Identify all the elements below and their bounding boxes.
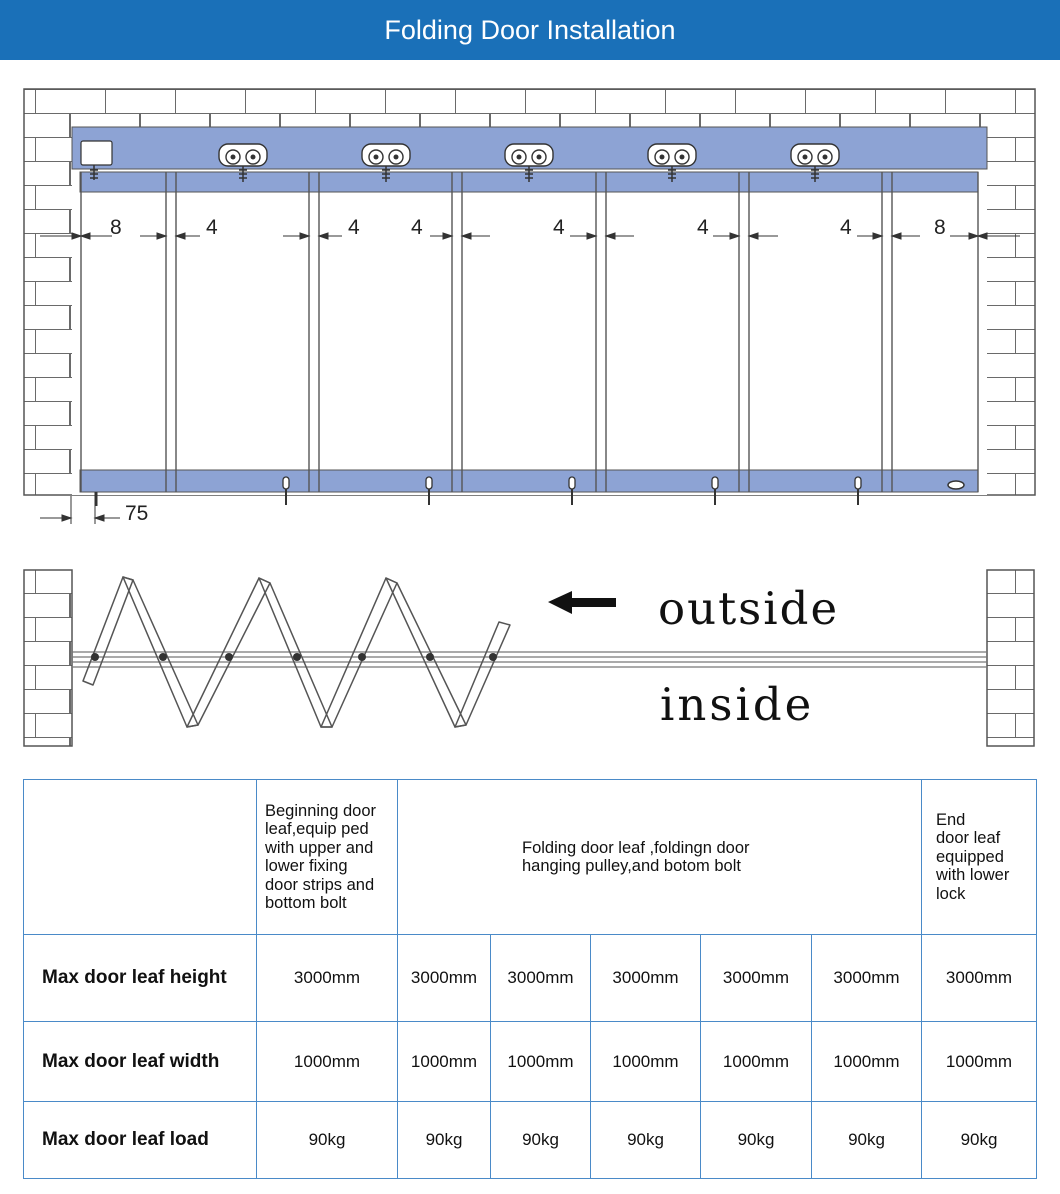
table-cell: 3000mm [397, 934, 491, 1022]
table-cell: 1000mm [811, 1021, 922, 1102]
table-cell: 3000mm [921, 934, 1037, 1022]
dimension-labels: 8 4 4 4 4 4 4 8 75 [110, 216, 946, 525]
pulley-icon [361, 143, 411, 182]
dim-gap-6: 4 [840, 216, 852, 239]
dim-gap-3: 4 [411, 216, 423, 239]
bottom-bolt-icon [711, 476, 719, 505]
dim-gap-2: 4 [348, 216, 360, 239]
table-cell: 90kg [590, 1101, 701, 1179]
table-cell: 90kg [397, 1101, 491, 1179]
table-cell: 1000mm [590, 1021, 701, 1102]
left-wall-top-view [23, 569, 73, 747]
table-cell: 1000mm [490, 1021, 591, 1102]
row-label-load: Max door leaf load [23, 1101, 257, 1179]
fixing-block [80, 140, 113, 166]
table-cell: 90kg [811, 1101, 922, 1179]
end-lock [947, 480, 965, 490]
table-cell: 1000mm [921, 1021, 1037, 1102]
table-cell: 3000mm [811, 934, 922, 1022]
row-label-width: Max door leaf width [23, 1021, 257, 1102]
bottom-bolt-icon [282, 476, 290, 505]
table-cell: 90kg [921, 1101, 1037, 1179]
dim-gap-5: 4 [697, 216, 709, 239]
dim-right-gap: 8 [934, 216, 946, 239]
top-bolt [90, 165, 98, 180]
front-view: 8 4 4 4 4 4 4 8 75 [23, 88, 1036, 525]
door-opening [72, 168, 987, 495]
pivot-points [91, 653, 497, 661]
pulley-icon [504, 143, 554, 182]
table-cell: 3000mm [256, 934, 398, 1022]
bottom-bolt-icon [854, 476, 862, 505]
dim-left-gap: 8 [110, 216, 122, 239]
table-cell: 90kg [700, 1101, 812, 1179]
right-wall-top-view [986, 569, 1035, 747]
lower-track [79, 469, 979, 493]
bottom-bolt-icon [425, 476, 433, 505]
table-row: Max door leaf width 1000mm 1000mm 1000mm… [23, 1021, 1037, 1102]
top-view: outside inside [23, 569, 1035, 747]
folded-leaves [82, 576, 511, 728]
dim-bottom-offset: 75 [125, 502, 148, 525]
outside-label: outside [658, 582, 839, 635]
hanging-pulleys [218, 143, 840, 182]
table-row: Max door leaf load 90kg 90kg 90kg 90kg 9… [23, 1101, 1037, 1179]
table-cell: 3000mm [590, 934, 701, 1022]
table-cell: 3000mm [490, 934, 591, 1022]
dimension-lines [40, 232, 1020, 524]
folding-door-diagram: 8 4 4 4 4 4 4 8 75 [23, 88, 1036, 747]
bottom-bolts [282, 476, 862, 505]
table-cell: 90kg [490, 1101, 591, 1179]
header-blank [23, 779, 257, 935]
table-cell: 90kg [256, 1101, 398, 1179]
leaf-panels [80, 172, 979, 492]
inside-label: inside [660, 678, 814, 731]
pulley-icon [790, 143, 840, 182]
bottom-bolt-icon [568, 476, 576, 505]
dim-gap-4: 4 [553, 216, 565, 239]
pulley-icon [218, 143, 268, 182]
table-cell: 1000mm [700, 1021, 812, 1102]
table-cell: 1000mm [256, 1021, 398, 1102]
track-lines [72, 651, 987, 668]
dim-gap-1: 4 [206, 216, 218, 239]
direction-arrow-icon [548, 591, 616, 614]
pulley-icon [647, 143, 697, 182]
table-cell: 1000mm [397, 1021, 491, 1102]
page-title: Folding Door Installation [0, 0, 1060, 60]
table-cell: 3000mm [700, 934, 812, 1022]
table-row: Max door leaf height 3000mm 3000mm 3000m… [23, 934, 1037, 1022]
row-label-height: Max door leaf height [23, 934, 257, 1022]
